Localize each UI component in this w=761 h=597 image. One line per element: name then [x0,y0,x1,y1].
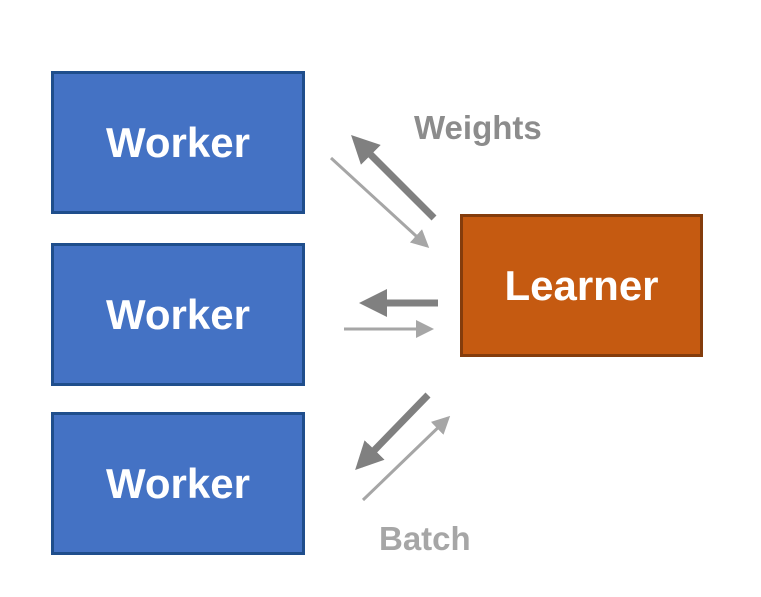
worker-label-1: Worker [106,118,250,166]
worker-label-3: Worker [106,459,250,507]
learner-label: Learner [504,261,659,309]
weights-arrow-to-worker-3 [355,392,431,471]
weights-arrow-to-worker-1 [351,135,437,221]
worker-box-1: Worker [51,71,305,214]
worker-box-2: Worker [51,243,305,386]
batch-arrow-from-worker-3 [361,415,451,502]
weights-label: Weights [414,109,542,146]
worker-box-3: Worker [51,412,305,555]
learner-box: Learner [460,214,703,357]
batch-label: Batch [379,520,471,557]
worker-label-2: Worker [106,290,250,338]
batch-arrow-from-worker-1 [329,156,430,249]
